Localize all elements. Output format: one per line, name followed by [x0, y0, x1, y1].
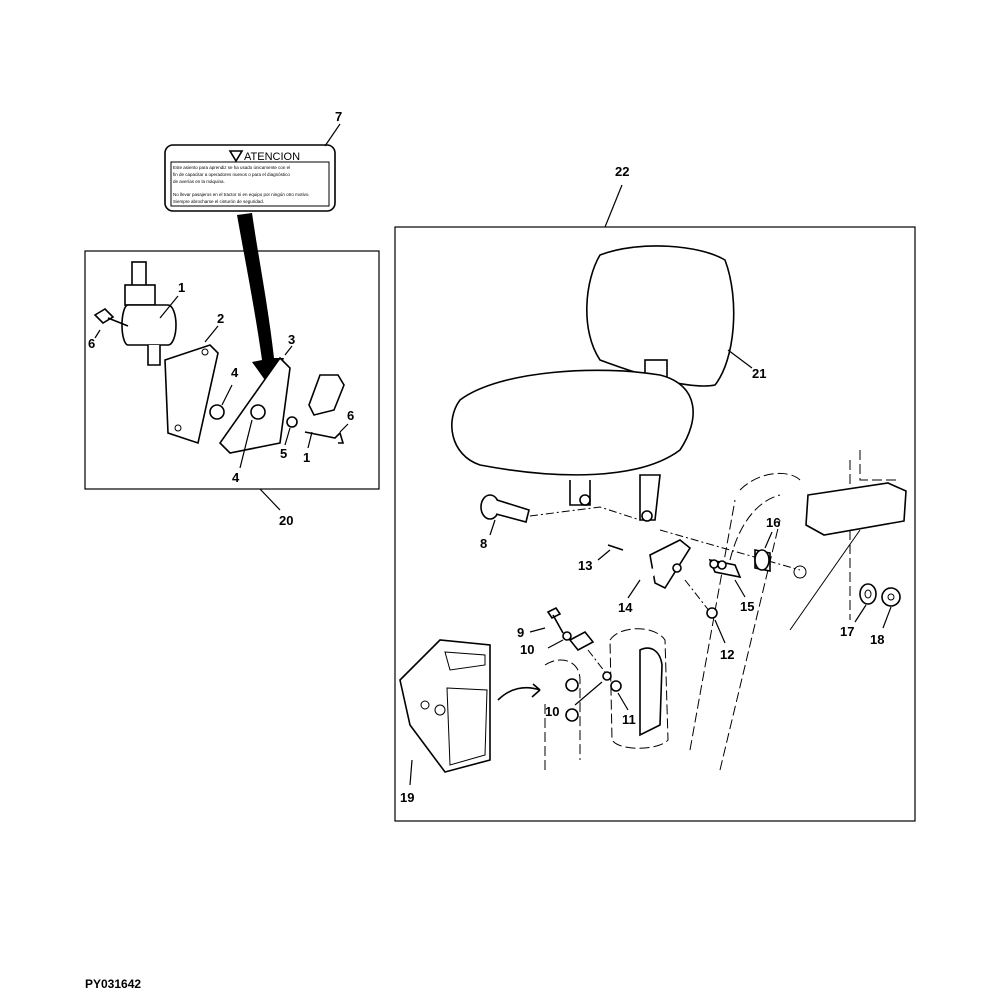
fender-handle	[805, 482, 907, 536]
mounting-bracket	[568, 539, 692, 652]
nut	[881, 587, 901, 607]
warning-line: No llevar pasajeros en el tractor ni en …	[173, 192, 310, 197]
callout-1: 1	[303, 450, 310, 465]
callout-10: 10	[545, 704, 559, 719]
callout-5: 5	[280, 446, 287, 461]
callout-13: 13	[578, 558, 592, 573]
seat-belt-kit-frame	[84, 250, 380, 490]
callout-9: 9	[517, 625, 524, 640]
nut	[610, 680, 622, 692]
callout-2: 2	[217, 311, 224, 326]
figure-id: PY031642	[85, 977, 142, 991]
warning-line: Este asiento para aprendiz se ha usado ú…	[173, 165, 290, 170]
callout-4: 4	[231, 365, 239, 380]
callout-19: 19	[400, 790, 414, 805]
bolt	[480, 494, 530, 523]
callout-6: 6	[347, 408, 354, 423]
bolt	[546, 606, 564, 634]
callout-1: 1	[178, 280, 185, 295]
seat-cover-bracket	[399, 639, 491, 773]
seat-belt-buckle	[218, 356, 345, 454]
callout-16: 16	[766, 515, 780, 530]
callout-14: 14	[618, 600, 633, 615]
callout-3: 3	[288, 332, 295, 347]
seat-kit-frame	[394, 226, 916, 822]
warning-triangle-icon	[228, 150, 244, 163]
callout-22: 22	[615, 164, 629, 179]
warning-line: Siempre abrocharse el cinturón de seguri…	[173, 199, 264, 204]
callout-8: 8	[480, 536, 487, 551]
warning-line: fin de capacitar a operadores nuevos o p…	[173, 172, 290, 177]
callout-17: 17	[840, 624, 854, 639]
warning-line: de averías en la máquina.	[173, 179, 225, 184]
warning-title: ATENCION	[244, 151, 300, 163]
callout-12: 12	[720, 647, 734, 662]
washer	[602, 671, 612, 681]
callout-4: 4	[232, 470, 240, 485]
seat-belt-retractor	[93, 261, 225, 445]
callout-10: 10	[520, 642, 534, 657]
callout-15: 15	[740, 599, 754, 614]
washer	[859, 583, 877, 605]
callout-11: 11	[622, 712, 636, 727]
warning-decal: ATENCION Este asiento para aprendiz se h…	[164, 144, 336, 212]
callout-7: 7	[335, 109, 342, 124]
arrow-icon	[237, 213, 284, 390]
callout-21: 21	[752, 366, 766, 381]
callout-18: 18	[870, 632, 884, 647]
seat	[451, 245, 735, 522]
callout-6: 6	[88, 336, 95, 351]
nut	[706, 607, 718, 619]
callout-20: 20	[279, 513, 293, 528]
